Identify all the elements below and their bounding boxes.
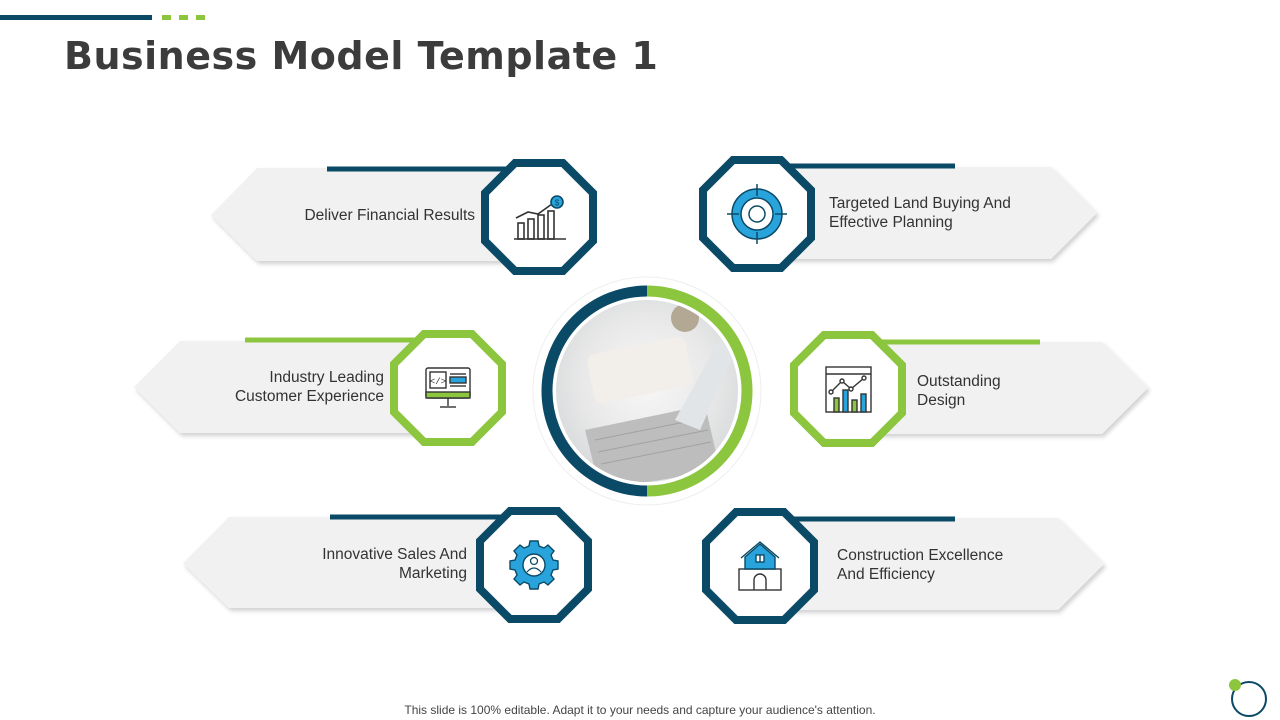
badge-financial [481, 159, 597, 275]
corner-dot-logo [1229, 679, 1241, 691]
svg-text:$: $ [555, 199, 560, 208]
label-sales-line2: Marketing [398, 565, 467, 582]
label-design-line1: Outstanding [917, 373, 1001, 390]
label-customer: Industry Leading Customer Experience [170, 368, 384, 406]
panel-customer [134, 341, 448, 433]
analytics-board-icon [825, 366, 872, 413]
label-financial: Deliver Financial Results [240, 206, 475, 225]
corner-ring-logo [1231, 681, 1267, 717]
label-design: Outstanding Design [917, 372, 1097, 410]
label-sales: Innovative Sales And Marketing [240, 545, 467, 583]
center-ring-right [646, 285, 753, 497]
top-accent-dash [162, 15, 171, 20]
top-accent-bar [0, 15, 152, 20]
label-land-line2: Effective Planning [829, 214, 953, 231]
panel-sales [183, 517, 534, 608]
panel-construction [760, 518, 1104, 610]
label-customer-line1: Industry Leading [269, 369, 384, 386]
page-title: Business Model Template 1 [64, 34, 659, 78]
panel-financial [211, 168, 540, 261]
house-icon [738, 541, 782, 591]
code-monitor-icon: </> [425, 367, 471, 408]
panel-land [757, 167, 1097, 259]
footer-note: This slide is 100% editable. Adapt it to… [404, 703, 876, 717]
target-icon [727, 184, 787, 244]
label-construction: Construction Excellence And Efficiency [837, 546, 1052, 584]
label-land-line1: Targeted Land Buying And [829, 195, 1011, 212]
label-construction-line2: And Efficiency [837, 566, 935, 583]
top-accent-dash [196, 15, 205, 20]
label-construction-line1: Construction Excellence [837, 547, 1004, 564]
label-design-line2: Design [917, 392, 966, 409]
label-sales-line1: Innovative Sales And [322, 546, 467, 563]
label-financial-line1: Deliver Financial Results [304, 207, 475, 224]
center-ring-left [541, 285, 648, 497]
gear-person-icon [509, 540, 559, 590]
bar-chart-dollar-icon: $ [514, 195, 566, 240]
panel-design [848, 342, 1148, 434]
label-customer-line2: Customer Experience [234, 388, 384, 405]
top-accent-dash [179, 15, 188, 20]
label-land: Targeted Land Buying And Effective Plann… [829, 194, 1049, 232]
svg-text:</>: </> [430, 377, 446, 387]
